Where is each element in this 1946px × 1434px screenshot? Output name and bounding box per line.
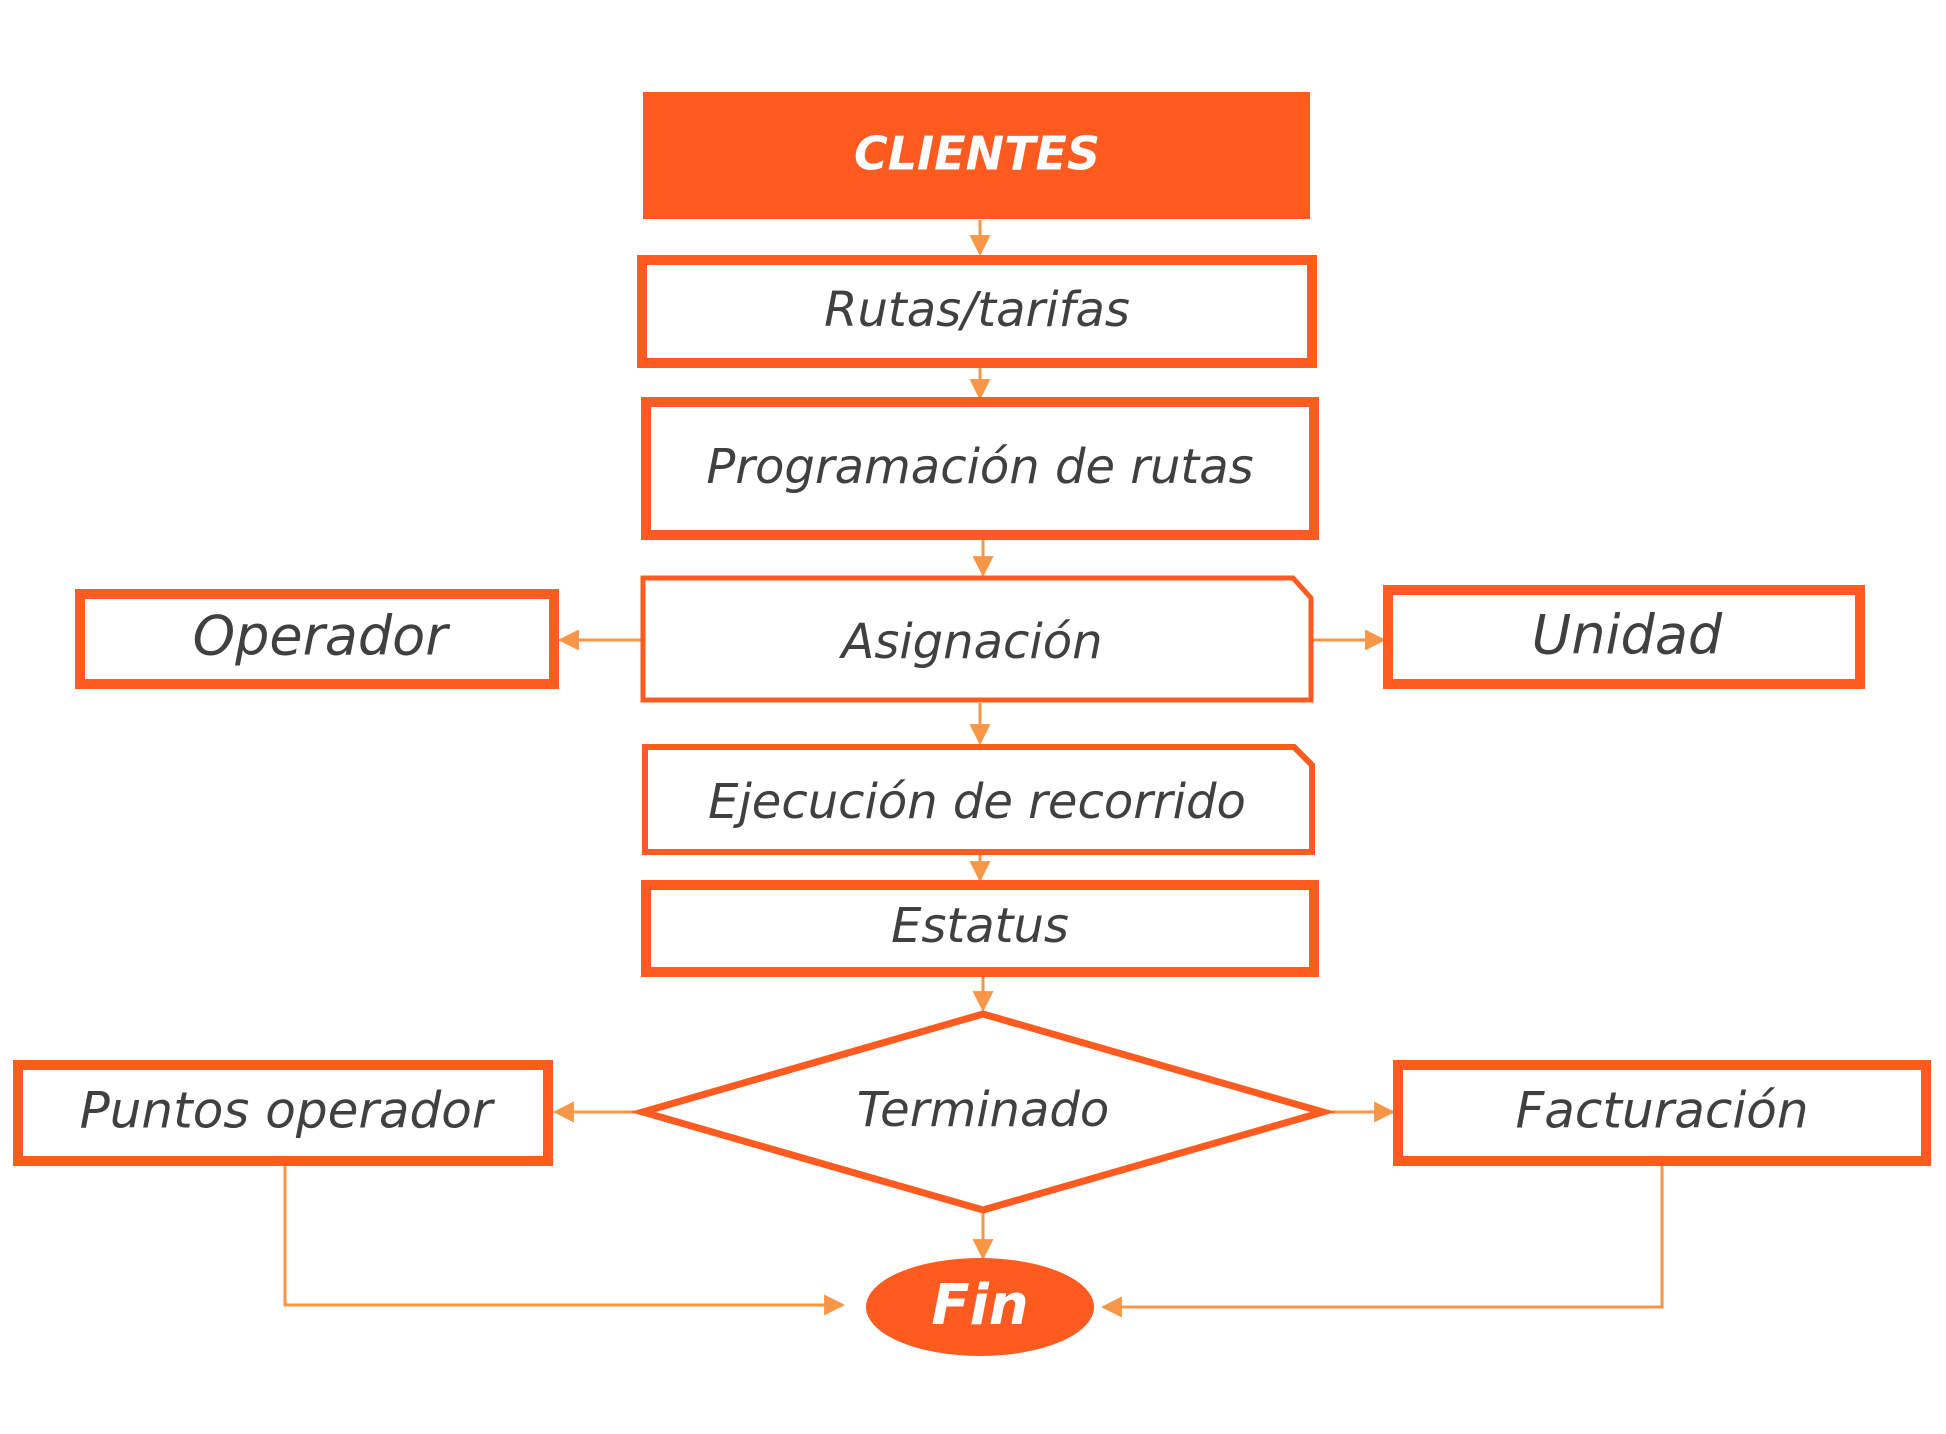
rutas-tarifas-label: Rutas/tarifas [824, 282, 1130, 338]
node-puntos-operador: Puntos operador [13, 1060, 553, 1166]
node-estatus: Estatus [641, 880, 1319, 977]
node-facturacion: Facturación [1393, 1060, 1931, 1166]
node-terminado: Terminado [630, 1010, 1336, 1214]
node-clientes: CLIENTES [643, 92, 1310, 219]
programacion-label: Programación de rutas [706, 439, 1253, 495]
terminado-label: Terminado [857, 1082, 1109, 1138]
node-unidad: Unidad [1383, 585, 1865, 689]
node-rutas-tarifas: Rutas/tarifas [637, 255, 1317, 368]
operador-label: Operador [193, 605, 451, 668]
puntos-operador-label: Puntos operador [80, 1082, 496, 1140]
node-operador: Operador [75, 589, 559, 689]
node-fin: Fin [866, 1258, 1094, 1356]
ejecucion-label: Ejecución de recorrido [708, 774, 1246, 830]
estatus-label: Estatus [891, 898, 1069, 954]
asignacion-label: Asignación [839, 614, 1103, 670]
unidad-label: Unidad [1532, 604, 1723, 667]
facturacion-label: Facturación [1515, 1082, 1808, 1140]
connectors [283, 220, 1664, 1318]
node-asignacion: Asignación [640, 575, 1314, 703]
edge-facturacion-fin [1100, 1163, 1664, 1318]
clientes-label: CLIENTES [854, 127, 1100, 181]
node-ejecucion: Ejecución de recorrido [642, 744, 1315, 855]
node-programacion: Programación de rutas [641, 397, 1319, 540]
edge-puntos-fin [283, 1163, 846, 1316]
fin-label: Fin [931, 1273, 1028, 1338]
